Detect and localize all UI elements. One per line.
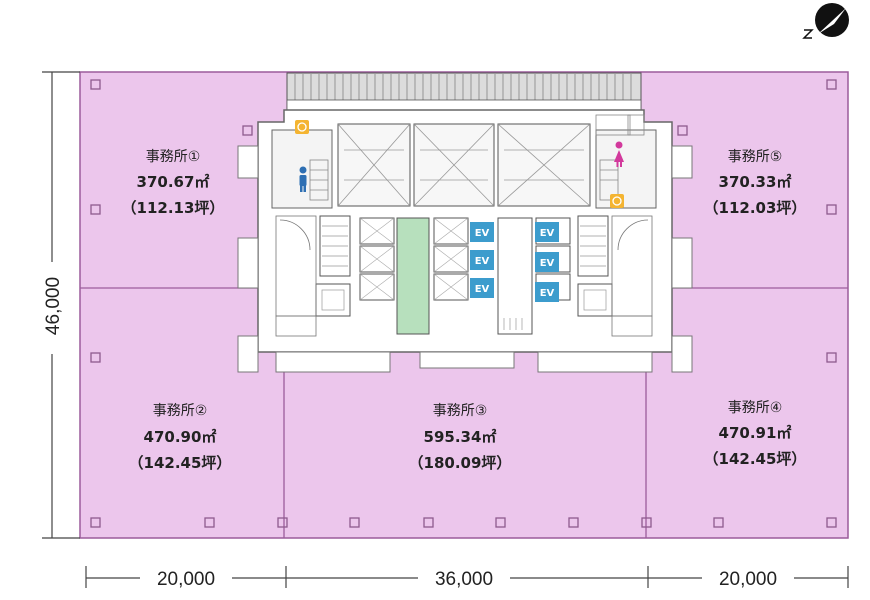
office-name: 事務所② bbox=[153, 403, 208, 419]
height-dimension: 46,000 bbox=[43, 277, 64, 335]
elevator-badge bbox=[535, 222, 559, 242]
elevator-badge bbox=[470, 222, 494, 242]
elevator-badge bbox=[470, 250, 494, 270]
office-tsubo: （180.09坪） bbox=[409, 454, 512, 472]
shafts bbox=[337, 123, 591, 207]
office-4: 事務所④ 470.91㎡ （142.45坪） bbox=[704, 400, 807, 468]
core-columns bbox=[237, 145, 693, 373]
width-dimension: 20,000 bbox=[157, 569, 215, 590]
north-arrow-icon bbox=[802, 3, 849, 39]
central-corridor bbox=[497, 217, 533, 335]
perimeter-columns bbox=[90, 79, 837, 528]
office-name: 事務所⑤ bbox=[728, 149, 783, 165]
office-area: 470.90㎡ bbox=[144, 428, 217, 446]
female-restroom-icon bbox=[614, 141, 624, 167]
elevator-badge bbox=[535, 282, 559, 302]
office-area: 370.33㎡ bbox=[719, 173, 792, 191]
width-dimension: 36,000 bbox=[435, 569, 493, 590]
elevator-label: EV bbox=[540, 258, 555, 269]
elevator-label: EV bbox=[475, 256, 490, 267]
office-tsubo: （142.45坪） bbox=[704, 450, 807, 468]
elevator-badge bbox=[470, 278, 494, 298]
office-area: 370.67㎡ bbox=[137, 173, 210, 191]
width-dimension: 20,000 bbox=[719, 569, 777, 590]
elevator-group: EV EV EV EV EV EV bbox=[470, 222, 559, 302]
office-5: 事務所⑤ 370.33㎡ （112.03坪） bbox=[704, 149, 807, 217]
male-restroom-icon bbox=[299, 166, 307, 192]
office-name: 事務所④ bbox=[728, 400, 783, 416]
accessible-restroom-icon bbox=[610, 194, 624, 208]
office-3: 事務所③ 595.34㎡ （180.09坪） bbox=[409, 403, 512, 472]
accessible-restroom-icon bbox=[295, 120, 309, 134]
elevator-label: EV bbox=[540, 228, 555, 239]
office-tsubo: （112.03坪） bbox=[704, 199, 807, 217]
office-name: 事務所③ bbox=[433, 403, 488, 419]
office-tsubo: （112.13坪） bbox=[122, 199, 225, 217]
office-name: 事務所① bbox=[146, 149, 201, 165]
office-area: 470.91㎡ bbox=[719, 424, 792, 442]
elevator-label: EV bbox=[475, 228, 490, 239]
green-corridor bbox=[396, 217, 430, 335]
restroom-right bbox=[595, 129, 657, 209]
office-tsubo: （142.45坪） bbox=[129, 454, 232, 472]
elevator-badge bbox=[535, 252, 559, 272]
office-1: 事務所① 370.67㎡ （112.13坪） bbox=[122, 149, 225, 217]
elevator-label: EV bbox=[475, 284, 490, 295]
office-area: 595.34㎡ bbox=[424, 428, 497, 446]
elevator-label: EV bbox=[540, 288, 555, 299]
office-2: 事務所② 470.90㎡ （142.45坪） bbox=[129, 403, 232, 472]
